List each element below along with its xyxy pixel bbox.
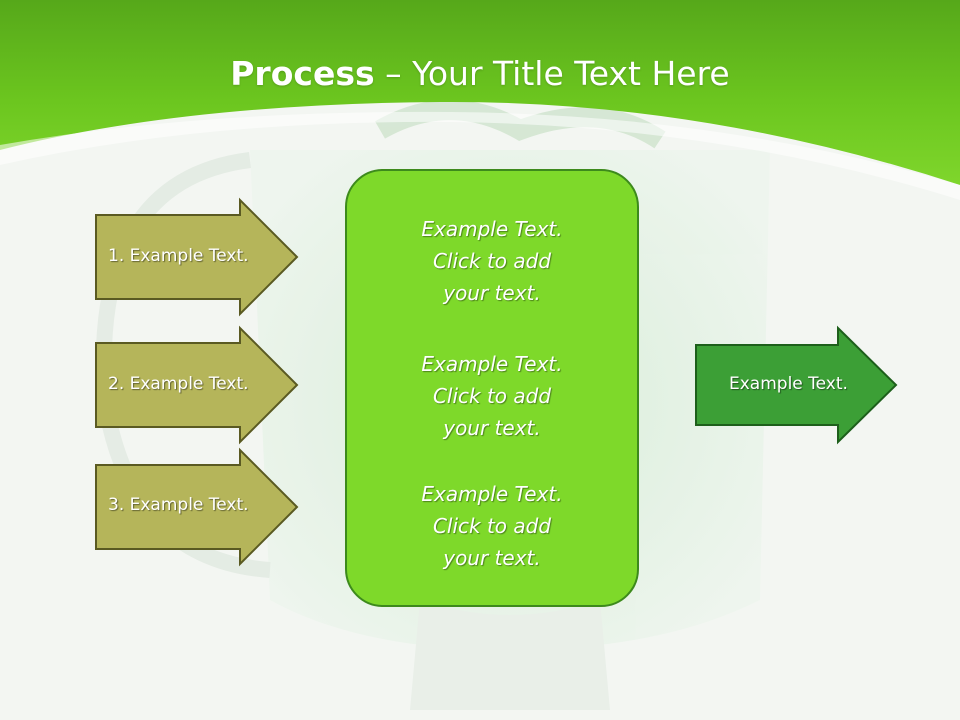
center-paragraph-3-line-1: Example Text. bbox=[421, 482, 563, 506]
center-process-box[interactable] bbox=[345, 169, 639, 607]
center-paragraph-1: Example Text. Click to add your text. bbox=[345, 213, 639, 309]
center-paragraph-2-line-1: Example Text. bbox=[421, 352, 563, 376]
center-paragraph-3-line-3: your text. bbox=[443, 546, 541, 570]
center-paragraph-2-line-3: your text. bbox=[443, 416, 541, 440]
output-arrow[interactable] bbox=[694, 325, 900, 445]
step-arrow-3[interactable] bbox=[94, 447, 300, 567]
header-band bbox=[0, 0, 960, 185]
step-label-3: 3. Example Text. bbox=[108, 495, 249, 515]
center-paragraph-3-line-2: Click to add bbox=[432, 514, 552, 538]
center-paragraph-1-line-2: Click to add bbox=[432, 249, 552, 273]
center-paragraph-1-line-3: your text. bbox=[443, 281, 541, 305]
title-bold: Process bbox=[230, 54, 375, 93]
step-label-1: 1. Example Text. bbox=[108, 246, 249, 266]
step-arrow-2[interactable] bbox=[94, 325, 300, 445]
center-paragraph-2-line-2: Click to add bbox=[432, 384, 552, 408]
center-paragraph-3: Example Text. Click to add your text. bbox=[345, 478, 639, 574]
step-arrow-1[interactable] bbox=[94, 197, 300, 317]
center-paragraph-2: Example Text. Click to add your text. bbox=[345, 348, 639, 444]
center-paragraph-1-line-1: Example Text. bbox=[421, 217, 563, 241]
output-label: Example Text. bbox=[729, 374, 848, 394]
step-label-2: 2. Example Text. bbox=[108, 374, 249, 394]
slide-title[interactable]: Process – Your Title Text Here bbox=[0, 52, 960, 96]
title-rest: – Your Title Text Here bbox=[374, 54, 730, 93]
